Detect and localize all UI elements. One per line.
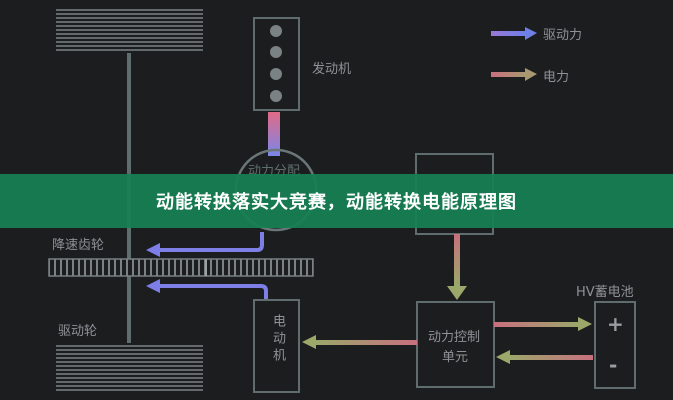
controller-label-line1: 动力控制 bbox=[428, 330, 481, 345]
drive-wheel bbox=[56, 343, 203, 393]
engine-label: 发动机 bbox=[312, 62, 352, 77]
engine-shaft bbox=[268, 112, 280, 156]
drive-arrowhead bbox=[146, 279, 160, 293]
drive-arrowhead bbox=[146, 243, 160, 257]
engine-cylinder bbox=[270, 25, 282, 37]
hv-battery-box bbox=[594, 301, 636, 389]
legend-drive-arrow bbox=[491, 31, 525, 36]
electric-arrowhead bbox=[578, 317, 592, 331]
top-wheel bbox=[56, 8, 203, 53]
electric-arrowhead bbox=[496, 350, 510, 364]
battery-plus-sign: + bbox=[607, 312, 624, 336]
drive-arrow-lower bbox=[158, 284, 268, 300]
motor-box bbox=[253, 299, 300, 393]
battery-label: HV蓄电池 bbox=[576, 285, 634, 300]
electric-arrow-left bbox=[315, 340, 417, 345]
engine-cylinder bbox=[270, 90, 282, 102]
reduction-gear-label: 降速齿轮 bbox=[52, 238, 105, 253]
engine-cylinder bbox=[270, 46, 282, 58]
controller-label-line2: 单元 bbox=[442, 350, 469, 365]
electric-arrowhead bbox=[302, 335, 316, 349]
legend-drive-label: 驱动力 bbox=[543, 28, 583, 43]
legend-drive-arrowhead bbox=[525, 27, 537, 40]
banner-title: 动能转换落实大竞赛，动能转换电能原理图 bbox=[156, 192, 517, 213]
legend-electric-label: 电力 bbox=[543, 70, 570, 85]
engine-cylinder bbox=[270, 68, 282, 80]
reduction-gear bbox=[48, 258, 314, 277]
legend-electric-arrow bbox=[491, 72, 525, 77]
drive-arrow-upper bbox=[158, 232, 264, 252]
drive-wheel-label: 驱动轮 bbox=[58, 324, 98, 339]
electric-arrowhead bbox=[447, 286, 467, 300]
battery-minus-sign: - bbox=[609, 353, 618, 377]
title-banner: 动能转换落实大竞赛，动能转换电能原理图 bbox=[0, 174, 673, 228]
engine-block bbox=[253, 17, 300, 111]
motor-label: 电动机 bbox=[270, 314, 285, 365]
electric-arrow-down bbox=[454, 234, 460, 286]
electric-arrow-left-lower bbox=[508, 355, 593, 360]
electric-arrow-right bbox=[494, 322, 580, 327]
legend-electric-arrowhead bbox=[525, 68, 537, 81]
